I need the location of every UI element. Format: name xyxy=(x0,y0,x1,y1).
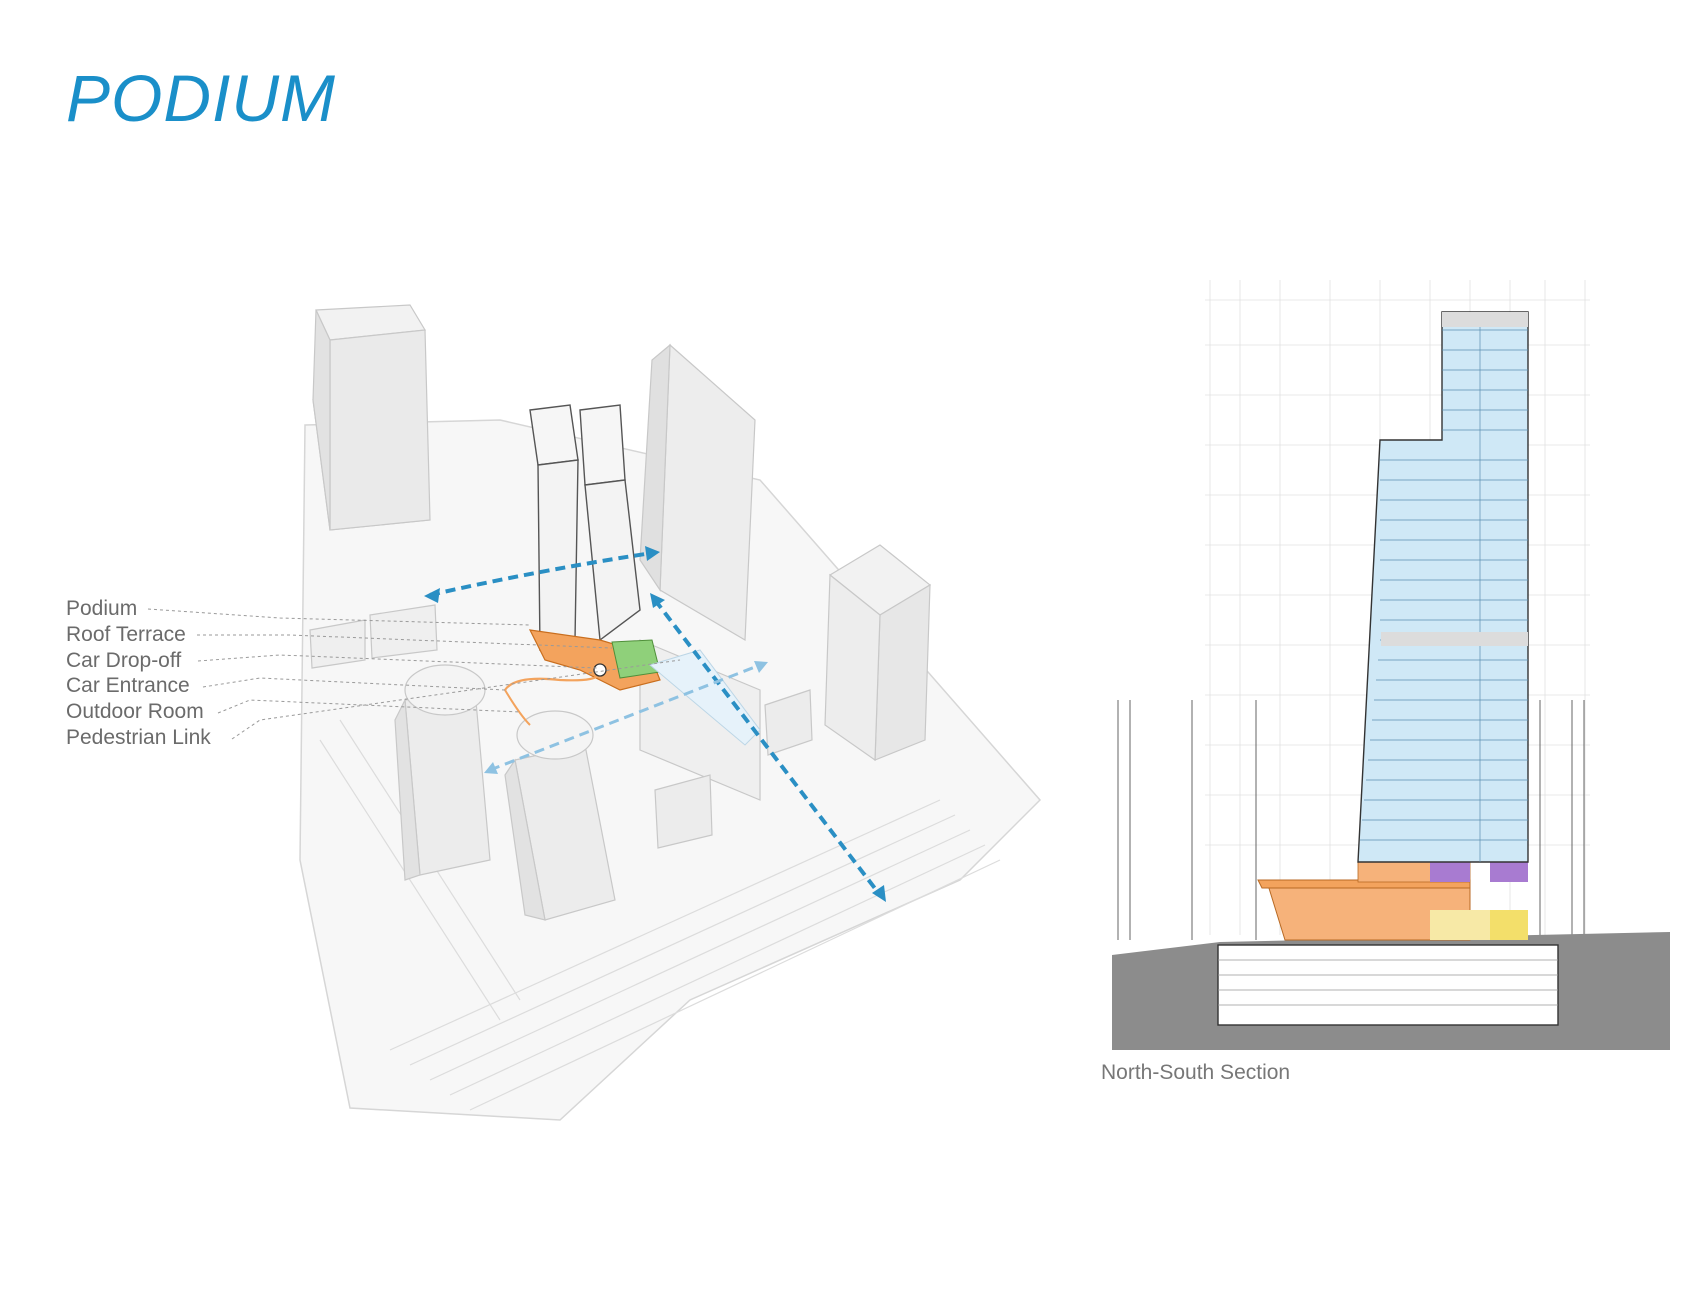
crown xyxy=(1442,312,1528,327)
legend: Podium Roof Terrace Car Drop-off Car Ent… xyxy=(66,596,211,751)
outdoor-room-path xyxy=(504,689,531,726)
section-drawing xyxy=(1112,280,1670,1050)
section-tower-floors xyxy=(1360,312,1528,862)
section-yellow xyxy=(1490,910,1528,940)
context-buildings xyxy=(309,304,932,921)
legend-item-podium: Podium xyxy=(66,597,138,620)
legend-item-car-entrance: Car Entrance xyxy=(66,674,190,698)
legend-item-roof-terrace: Roof Terrace xyxy=(66,622,186,646)
basement-levels xyxy=(1218,959,1558,1006)
car-entrance-path xyxy=(504,671,602,691)
roof-terrace xyxy=(611,639,661,679)
legend-item-pedestrian-link: Pedestrian Link xyxy=(66,725,211,749)
arrowheads xyxy=(424,546,886,902)
street-lines xyxy=(319,719,1001,1111)
section-tower xyxy=(1357,311,1529,863)
section-yellow-light xyxy=(1430,910,1490,940)
setback-lines xyxy=(1117,700,1585,940)
section-purple xyxy=(1430,862,1470,882)
circulation-arrows xyxy=(429,551,882,897)
section-purple-light xyxy=(1490,862,1528,882)
page-title: PODIUM xyxy=(66,61,336,135)
basement xyxy=(1217,944,1559,1026)
legend-item-outdoor-room: Outdoor Room xyxy=(66,700,204,724)
legend-item-car-drop-off: Car Drop-off xyxy=(66,648,182,672)
axonometric-site-plan xyxy=(147,304,1042,1121)
legend-leader-lines xyxy=(147,608,681,740)
car-drop-off-marker xyxy=(593,663,607,677)
mechanical-floor xyxy=(1381,632,1528,646)
section-caption: North-South Section xyxy=(1101,1061,1291,1084)
pedestrian-link-bridge xyxy=(648,649,761,746)
